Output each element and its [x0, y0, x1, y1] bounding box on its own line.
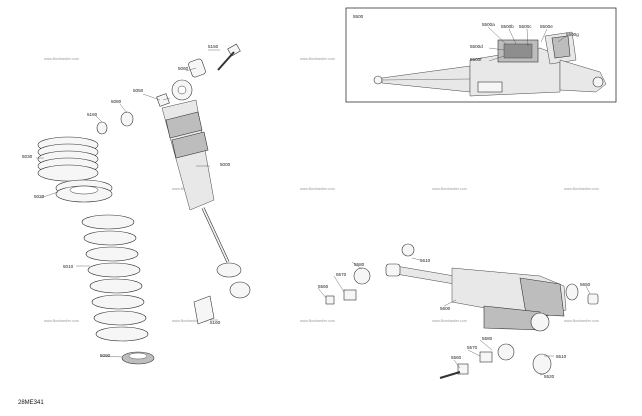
callout-5560-lower: 5560 — [451, 355, 462, 360]
spring-seat-5020 — [55, 179, 113, 203]
callout-5580-upper: 5580 — [354, 262, 365, 267]
callout-5570-lower: 5570 — [467, 345, 478, 350]
bottom-washer-5090 — [121, 351, 155, 365]
callout-5500c: 5500c — [519, 24, 532, 29]
callout-labels: 5150 5060 5050 5080 5160 5030 5020 5000 … — [22, 44, 591, 379]
callout-5510: 5510 — [556, 354, 567, 359]
leader-lines — [36, 49, 591, 376]
watermark: www.Bombardier.com — [432, 187, 467, 191]
callout-5560-upper: 5560 — [318, 284, 329, 289]
shock-5000-drawing — [161, 79, 251, 325]
small-hardware-upper — [96, 43, 241, 135]
watermark: www.Bombardier.com — [300, 57, 335, 61]
callout-5570-upper: 5570 — [336, 272, 347, 277]
inset-box: 5500 5500a 5500b 5500c 5500e 5500g 5500d — [345, 7, 617, 103]
callout-5020: 5020 — [34, 194, 45, 199]
callout-5050: 5050 — [133, 88, 144, 93]
callout-5080: 5080 — [111, 99, 122, 104]
spring-stack-drawing — [37, 43, 241, 365]
callout-5150: 5150 — [208, 44, 219, 49]
callout-5010: 5010 — [63, 264, 74, 269]
drawing-code: 28ME341 — [18, 400, 44, 406]
callout-5500d: 5500d — [470, 44, 483, 49]
callout-5650: 5650 — [580, 282, 591, 287]
watermark: www.Bombardier.com — [44, 319, 79, 323]
callout-5580-lower: 5580 — [482, 336, 493, 341]
callout-5160-upper: 5160 — [87, 112, 98, 117]
callout-5500f: 5500f — [470, 57, 482, 62]
callout-5500g: 5500g — [566, 32, 579, 37]
watermark: www.Bombardier.com — [564, 187, 599, 191]
callout-5500b: 5500b — [501, 24, 514, 29]
watermark: www.Bombardier.com — [300, 187, 335, 191]
watermark: www.Bombardier.com — [432, 319, 467, 323]
watermark: www.Bombardier.com — [44, 57, 79, 61]
callout-5610: 5610 — [420, 258, 431, 263]
callout-5160-lower: 5160 — [210, 320, 221, 325]
callout-5000: 5000 — [220, 162, 231, 167]
callout-5500e: 5500e — [540, 24, 553, 29]
callout-5500a: 5500a — [482, 22, 495, 27]
callout-5090: 5090 — [100, 353, 111, 358]
watermark: www.Bombardier.com — [564, 319, 599, 323]
upper-spring-5030 — [37, 136, 99, 182]
watermark: www.Bombardier.com — [172, 319, 207, 323]
shock-5600-drawing — [325, 243, 599, 379]
callout-5060: 5060 — [178, 66, 189, 71]
inset-title: 5500 — [353, 14, 364, 19]
callout-5600: 5600 — [440, 306, 451, 311]
callout-5030: 5030 — [22, 154, 33, 159]
watermark: www.Bombardier.com — [300, 319, 335, 323]
main-spring-5010 — [81, 214, 149, 342]
callout-5520: 5520 — [544, 374, 555, 379]
